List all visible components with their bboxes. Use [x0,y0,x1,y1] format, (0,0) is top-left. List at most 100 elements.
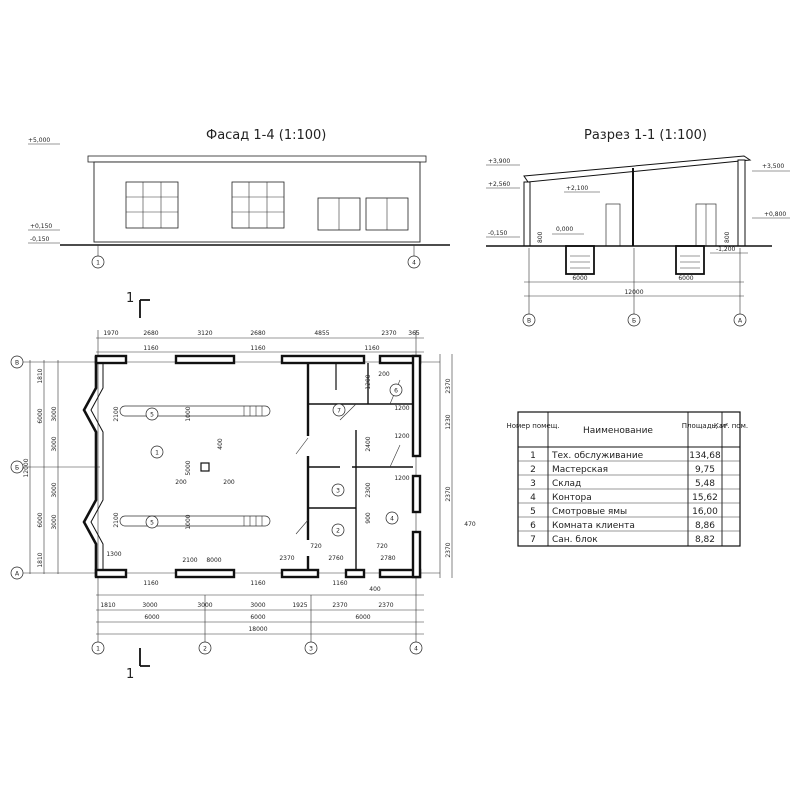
svg-text:6: 6 [394,388,398,395]
axis-label: В [527,318,531,325]
facade-cornice [87,155,427,163]
table-header: Кат. пом. [714,422,748,430]
svg-text:1: 1 [155,450,159,457]
facade-window [317,197,361,231]
plan-dim: 4855 [314,330,329,337]
section-cut-mark [139,299,150,318]
axis-marker: Б [10,460,24,474]
section-view: Разрез 1-1 (1:100) +3,900 +2,560 +2,100 … [486,128,790,327]
room-marker: 1 [150,445,164,459]
svg-text:16,00: 16,00 [692,507,718,517]
plan-dim: 900 [365,512,372,524]
section-elev-label: +3,500 [762,163,784,170]
svg-text:3: 3 [530,479,536,489]
plan-column [200,462,210,472]
plan-dim: 3000 [51,482,58,497]
section-dim: 800 [724,231,731,243]
plan-dim: 365 [408,330,420,337]
plan-dim: 1200 [365,374,372,389]
inspection-pit [119,515,271,527]
inspection-pit [119,405,271,417]
plan-dim: 18000 [248,626,267,633]
svg-text:5: 5 [530,507,536,517]
table-row: 1 Тех. обслуживание 134,68 [530,451,721,461]
room-marker: 5 [145,407,159,421]
room-marker: 7 [332,403,346,417]
plan-dim: 1970 [103,330,118,337]
section-elev-label: -0,150 [488,230,508,237]
facade-elev-ground: -0,150 [30,236,50,243]
facade-title: Фасад 1-4 (1:100) [206,128,326,143]
plan-dim: 1925 [292,602,307,609]
room-schedule-table: Номер помещ. Наименование Площадь, м² Ка… [506,411,748,547]
axis-marker: 4 [409,641,423,655]
floor-plan: 1 1 [10,291,476,682]
facade-window [365,197,409,231]
axis-marker [627,313,641,327]
svg-text:4: 4 [530,493,536,503]
plan-dim: 1000 [185,406,192,421]
svg-text:4: 4 [414,646,418,653]
plan-dim: 2680 [250,330,265,337]
plan-dim: 1160 [250,580,265,587]
table-row: 4 Контора 15,62 [530,493,718,503]
room-marker: 2 [331,523,345,537]
section-pit [565,245,595,275]
table-row: 2 Мастерская 9,75 [530,465,715,475]
svg-text:8,82: 8,82 [695,535,715,545]
facade-elev-top: +5,000 [28,137,50,144]
plan-dim: 6000 [144,614,159,621]
plan-dim: 2760 [328,555,343,562]
plan-dim: 400 [369,586,381,593]
plan-dim: 2680 [143,330,158,337]
room-marker: 5 [145,515,159,529]
plan-dim: 2370 [332,602,347,609]
svg-text:Контора: Контора [552,493,592,503]
section-elev-label: 0,000 [556,226,573,233]
section-dim: 6000 [678,275,693,282]
svg-text:3: 3 [309,646,313,653]
facade-window [231,181,285,229]
plan-dim: 2370 [378,602,393,609]
room-marker: 6 [389,383,403,397]
plan-dim: 1000 [185,514,192,529]
plan-dim: 1160 [364,345,379,352]
axis-marker [91,255,105,269]
plan-dim: 1230 [445,414,452,429]
plan-dim: 12000 [23,458,30,477]
plan-dim: 2370 [279,555,294,562]
plan-dim: 2370 [445,378,452,393]
axis-label: 1 [96,260,100,267]
plan-dim: 200 [175,479,187,486]
facade-view: Фасад 1-4 (1:100) +5,000 +0,150 -0,150 [28,128,450,269]
table-row: 7 Сан. блок 8,82 [530,535,715,545]
section-pit [675,245,705,275]
svg-text:7: 7 [337,408,341,415]
plan-dim: 2300 [365,482,372,497]
plan-dim: 720 [310,543,322,550]
svg-text:Сан. блок: Сан. блок [552,535,598,545]
plan-dim: 3000 [51,436,58,451]
axis-marker [733,313,747,327]
section-dim: 800 [537,231,544,243]
plan-dim: 2100 [182,557,197,564]
svg-text:5,48: 5,48 [695,479,715,489]
plan-dim: 1160 [143,345,158,352]
plan-dim: 6000 [355,614,370,621]
facade-window [125,181,179,229]
axis-label: 4 [412,260,416,267]
svg-text:Мастерская: Мастерская [552,465,608,475]
svg-text:3: 3 [336,488,340,495]
plan-dim: 1160 [332,580,347,587]
svg-text:В: В [15,360,19,367]
axis-label: А [738,318,743,325]
axis-label: Б [632,318,636,325]
section-roof [523,155,752,183]
plan-dim: 5000 [185,460,192,475]
plan-dim: 2100 [113,406,120,421]
room-marker: 3 [331,483,345,497]
section-elev-label: +2,560 [488,181,510,188]
svg-text:2: 2 [336,528,340,535]
plan-dim: 1200 [394,405,409,412]
plan-dim: 1160 [143,580,158,587]
